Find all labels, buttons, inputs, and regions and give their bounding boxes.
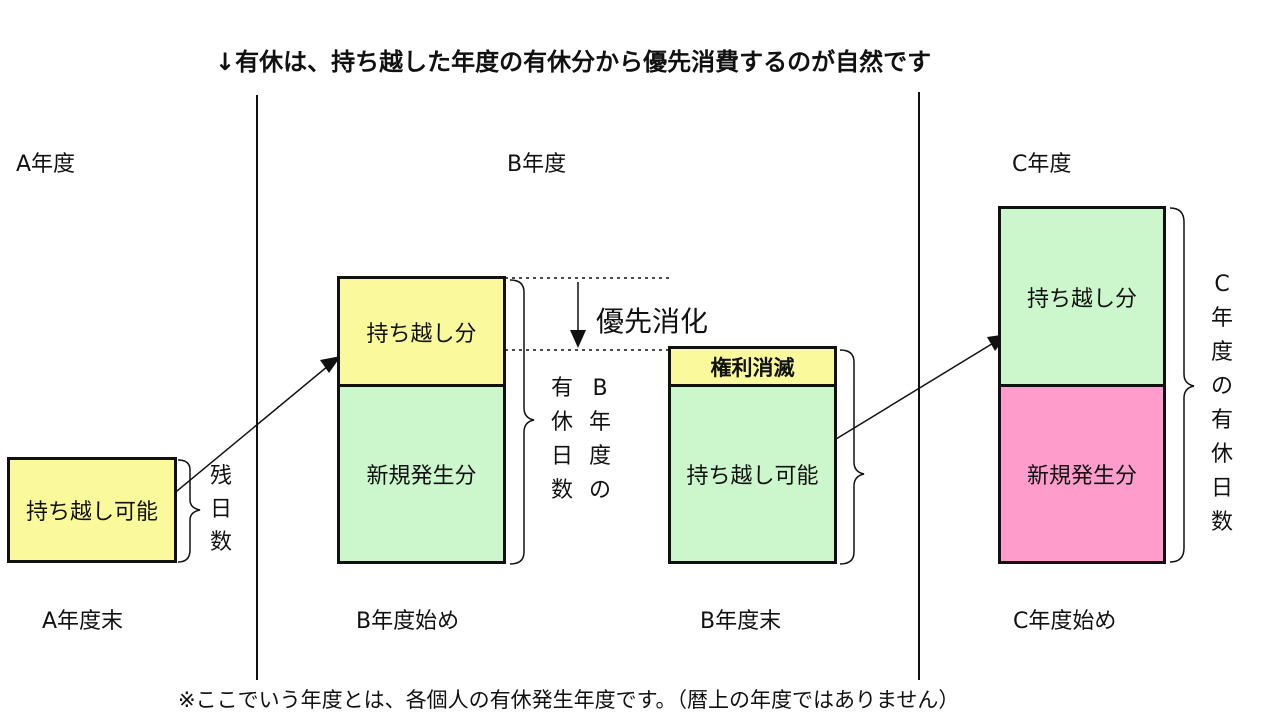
arrow-a-to-b bbox=[153, 365, 329, 511]
c-leave-days-char: の bbox=[1211, 374, 1234, 399]
c-leave-days-char: 数 bbox=[1211, 510, 1234, 535]
b-start-new-grant-segment: 新規発生分 bbox=[340, 387, 503, 561]
remaining-days-char: 日 bbox=[210, 497, 233, 522]
c-leave-days-char: 休 bbox=[1211, 442, 1234, 467]
priority-arrow-head bbox=[570, 330, 586, 348]
c-start-carry-over-segment: 持ち越し分 bbox=[1001, 209, 1163, 387]
section-label-c: C年度 bbox=[1012, 152, 1072, 177]
c-leave-days-char: 日 bbox=[1211, 476, 1234, 501]
c-start-new-grant-label: 新規発生分 bbox=[1026, 464, 1137, 489]
remaining-days-char: 残 bbox=[210, 464, 233, 489]
arrow-a-to-b-head bbox=[320, 356, 341, 373]
caption-c-start: C年度始め bbox=[1013, 609, 1117, 634]
arrow-b-to-c bbox=[817, 341, 996, 451]
a-end-carry-possible-box: 持ち越し可能 bbox=[7, 457, 177, 563]
b-leave-days-char: B bbox=[592, 376, 608, 401]
b-end-forfeit-segment: 権利消滅 bbox=[671, 349, 834, 387]
b-leave-days-char: 度 bbox=[589, 444, 612, 469]
c-leave-days-label: C 年 度 の 有 休 日 数 bbox=[1211, 268, 1233, 540]
a-end-carry-possible-label: 持ち越し可能 bbox=[25, 500, 158, 525]
c-leave-days-char: 度 bbox=[1211, 340, 1234, 365]
c-start-new-grant-segment: 新規発生分 bbox=[1001, 387, 1163, 561]
priority-consumption-label: 優先消化 bbox=[596, 305, 709, 338]
section-label-b: B年度 bbox=[507, 152, 567, 177]
b-end-carry-possible-segment: 持ち越し可能 bbox=[671, 387, 834, 561]
c-leave-days-char: C bbox=[1214, 272, 1230, 297]
b-leave-days-char: 年 bbox=[589, 410, 612, 435]
b-leave-days-char: の bbox=[589, 478, 612, 503]
b-start-new-grant-label: 新規発生分 bbox=[366, 464, 477, 489]
remaining-days-label: 残 日 数 bbox=[210, 460, 232, 559]
b-leave-days-char: 日 bbox=[551, 444, 574, 469]
b-start-carry-over-segment: 持ち越し分 bbox=[340, 279, 503, 387]
brace-remaining bbox=[177, 459, 201, 563]
c-start-carry-over-label: 持ち越し分 bbox=[1026, 286, 1137, 312]
c-leave-days-char: 年 bbox=[1211, 306, 1234, 331]
footnote: ※ここでいう年度とは、各個人の有休発生年度です。（暦上の年度ではありません） bbox=[178, 688, 960, 712]
b-leave-days-col-left: 有 休 日 数 bbox=[551, 372, 573, 508]
brace-b-start bbox=[509, 279, 535, 565]
b-end-forfeit-label: 権利消滅 bbox=[710, 355, 795, 380]
b-leave-days-char: 有 bbox=[551, 376, 574, 401]
b-leave-days-char: 休 bbox=[551, 410, 574, 435]
b-start-carry-over-label: 持ち越し分 bbox=[366, 321, 477, 347]
caption-b-end: B年度末 bbox=[700, 609, 782, 634]
b-start-stack: 持ち越し分 新規発生分 bbox=[337, 276, 506, 564]
caption-b-start: B年度始め bbox=[356, 609, 460, 634]
b-leave-days-col-right: B 年 度 の bbox=[589, 372, 611, 508]
section-label-a: A年度 bbox=[16, 152, 76, 177]
c-leave-days-char: 有 bbox=[1211, 408, 1234, 433]
b-end-stack: 権利消滅 持ち越し可能 bbox=[668, 346, 837, 564]
b-end-carry-possible-label: 持ち越し可能 bbox=[686, 464, 819, 489]
c-start-stack: 持ち越し分 新規発生分 bbox=[998, 206, 1166, 564]
brace-b-end bbox=[839, 349, 865, 565]
caption-a-end: A年度末 bbox=[42, 609, 124, 634]
remaining-days-char: 数 bbox=[210, 530, 233, 555]
b-leave-days-char: 数 bbox=[551, 478, 574, 503]
page-title: ↓有休は、持ち越した年度の有休分から優先消費するのが自然です bbox=[215, 48, 932, 76]
brace-c-start bbox=[1169, 207, 1195, 563]
